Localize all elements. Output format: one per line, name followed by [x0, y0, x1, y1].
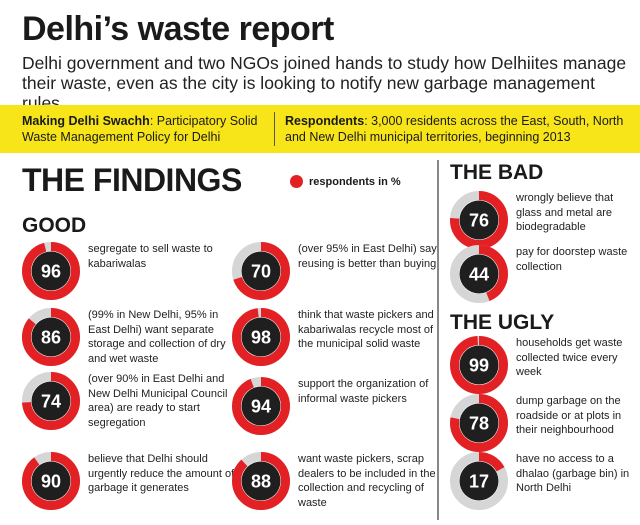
donut-value-arc	[450, 394, 508, 452]
percentage-donut: 70	[232, 242, 290, 300]
finding-description: (over 95% in East Delhi) say reusing is …	[298, 243, 437, 270]
percentage-value: 88	[251, 472, 271, 492]
percentage-donut: 86	[22, 308, 80, 366]
finding-description: support the organization of informal was…	[298, 378, 429, 405]
bad-heading: THE BAD	[450, 161, 544, 184]
finding-description: (over 90% in East Delhi and New Delhi Mu…	[88, 373, 228, 429]
ugly-heading: THE UGLY	[450, 311, 555, 334]
donut-value-arc	[450, 245, 508, 303]
findings-heading: THE FINDINGS	[22, 162, 242, 198]
legend-label: respondents in %	[309, 175, 401, 188]
percentage-value: 76	[469, 211, 489, 231]
respondents-info: Respondents: 3,000 residents across the …	[285, 113, 625, 145]
finding-description: dump garbage on the roadside or at plots…	[516, 395, 622, 436]
percentage-value: 98	[251, 328, 271, 348]
donut-center	[459, 403, 499, 443]
donut-center	[31, 317, 71, 357]
donut-value-arc	[450, 452, 508, 510]
donut-center	[459, 254, 499, 294]
page-subtitle: Delhi government and two NGOs joined han…	[22, 53, 627, 113]
donut-value-arc	[232, 452, 290, 510]
donut-center	[241, 317, 281, 357]
percentage-value: 94	[251, 397, 271, 417]
finding-description: wrongly believe that glass and metal are…	[516, 192, 614, 233]
donut-value-arc	[450, 336, 508, 394]
percentage-donut: 17	[450, 452, 508, 510]
finding-description: want waste pickers, scrap dealers to be …	[298, 453, 436, 509]
percentage-donut: 90	[22, 452, 80, 510]
percentage-value: 86	[41, 328, 61, 348]
donut-value-arc	[22, 372, 80, 430]
finding-description: households get waste collected twice eve…	[516, 337, 623, 378]
percentage-donut: 96	[22, 242, 80, 300]
bad-finding-1: 76 wrongly believe that glass and metal a…	[450, 191, 640, 253]
donut-center	[31, 461, 71, 501]
donut-center	[241, 386, 281, 426]
ugly-finding-1: 99 households get waste collected twice e…	[450, 336, 640, 398]
good-finding-7: 94 support the organization of informal w…	[232, 377, 442, 439]
percentage-value: 78	[469, 414, 489, 434]
percentage-value: 74	[41, 392, 61, 412]
donut-value-arc	[22, 452, 80, 510]
good-finding-1: 96 segregate to sell waste to kabariwalas	[22, 242, 232, 304]
donut-center	[241, 251, 281, 291]
banner-divider	[274, 112, 275, 146]
good-finding-2: 86 (99% in New Delhi, 95% in East Delhi) …	[22, 308, 232, 370]
good-finding-3: 74 (over 90% in East Delhi and New Delhi …	[22, 372, 232, 434]
ugly-finding-2: 78 dump garbage on the roadside or at plo…	[450, 394, 640, 456]
donut-value-arc	[232, 377, 290, 435]
finding-description: believe that Delhi should urgently reduc…	[88, 453, 235, 494]
study-info: Making Delhi Swachh: Participatory Solid…	[22, 113, 268, 145]
info-banner: Making Delhi Swachh: Participatory Solid…	[0, 105, 640, 153]
percentage-donut: 44	[450, 245, 508, 303]
legend: respondents in %	[290, 175, 401, 188]
percentage-value: 44	[469, 265, 489, 285]
donut-value-arc	[232, 308, 290, 366]
ugly-finding-3: 17 have no access to a dhalao (garbage bi…	[450, 452, 640, 514]
good-finding-6: 98 think that waste pickers and kabariwal…	[232, 308, 442, 370]
donut-center	[31, 381, 71, 421]
finding-description: segregate to sell waste to kabariwalas	[88, 243, 213, 270]
percentage-value: 99	[469, 356, 489, 376]
bad-finding-2: 44 pay for doorstep waste collection	[450, 245, 640, 307]
column-divider	[437, 160, 439, 520]
percentage-value: 96	[41, 262, 61, 282]
good-heading: GOOD	[22, 214, 87, 237]
good-finding-4: 90 believe that Delhi should urgently red…	[22, 452, 234, 514]
percentage-donut: 99	[450, 336, 508, 394]
study-description: : Participatory Solid Waste Management P…	[22, 114, 258, 144]
finding-description: think that waste pickers and kabariwalas…	[298, 309, 434, 350]
good-finding-8: 88 want waste pickers, scrap dealers to b…	[232, 452, 442, 514]
percentage-donut: 98	[232, 308, 290, 366]
percentage-value: 17	[469, 472, 489, 492]
good-finding-5: 70 (over 95% in East Delhi) say reusing i…	[232, 242, 442, 304]
study-label: Making Delhi Swachh	[22, 114, 150, 128]
respondents-description: : 3,000 residents across the East, South…	[285, 114, 624, 144]
percentage-donut: 94	[232, 377, 290, 435]
donut-value-arc	[22, 242, 80, 300]
percentage-donut: 76	[450, 191, 508, 249]
finding-description: have no access to a dhalao (garbage bin)…	[516, 453, 630, 494]
donut-center	[459, 200, 499, 240]
donut-center	[459, 345, 499, 385]
percentage-value: 90	[41, 472, 61, 492]
percentage-value: 70	[251, 262, 271, 282]
donut-center	[241, 461, 281, 501]
donut-center	[459, 461, 499, 501]
donut-value-arc	[232, 242, 290, 300]
legend-red-dot-icon	[290, 175, 303, 188]
finding-description: pay for doorstep waste collection	[516, 246, 628, 273]
donut-value-arc	[22, 308, 80, 366]
percentage-donut: 78	[450, 394, 508, 452]
donut-value-arc	[450, 191, 508, 249]
percentage-donut: 74	[22, 372, 80, 430]
donut-center	[31, 251, 71, 291]
respondents-label: Respondents	[285, 114, 365, 128]
page-title: Delhi’s waste report	[22, 10, 334, 48]
percentage-donut: 88	[232, 452, 290, 510]
finding-description: (99% in New Delhi, 95% in East Delhi) wa…	[88, 309, 226, 365]
